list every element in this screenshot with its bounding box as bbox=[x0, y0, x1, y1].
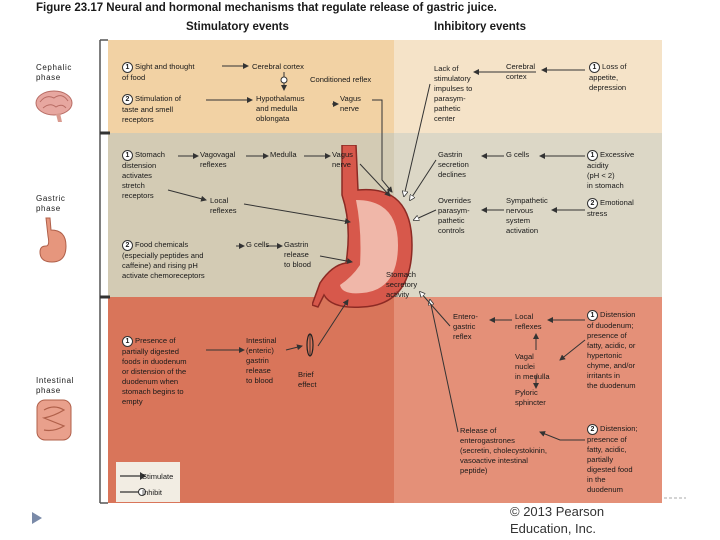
food-label: Food chemicals (especially peptides and … bbox=[122, 240, 205, 280]
step-number: 1 bbox=[587, 150, 598, 161]
inhibitory-cortex-text: Cerebral cortex bbox=[506, 62, 536, 81]
stimulatory-header: Stimulatory events bbox=[186, 21, 289, 33]
step-number: 1 bbox=[122, 62, 133, 73]
local-reflexes-intestinal-text: Local reflexes bbox=[515, 312, 542, 331]
pyloric-sphincter-text: Pyloric sphincter bbox=[515, 388, 546, 407]
step-number: 1 bbox=[122, 150, 133, 161]
presence-label: Presence of partially digested foods in … bbox=[122, 336, 187, 406]
cerebral-cortex-text: Cerebral cortex bbox=[252, 62, 304, 71]
intestines-icon bbox=[36, 399, 72, 441]
conditioned-reflex-text: Conditioned reflex bbox=[310, 75, 372, 84]
stimulation-label: Stimulation of taste and smell receptors bbox=[122, 94, 182, 124]
vagovagal-text: Vagovagal reflexes bbox=[200, 150, 236, 169]
copyright-text: © 2013 Pearson Education, Inc. bbox=[510, 504, 605, 536]
local-reflexes-gastric-text: Local reflexes bbox=[210, 196, 237, 215]
loss-label: Loss of appetite, depression bbox=[589, 62, 627, 92]
cephalic-band-stimulatory bbox=[108, 40, 394, 133]
step-number: 1 bbox=[122, 336, 133, 347]
intestinal-gastrin-text: Intestinal (enteric) gastrin release to … bbox=[246, 336, 277, 385]
distension2-label: Distension; presence of fatty, acidic, p… bbox=[587, 424, 638, 494]
gastric-phase-label: Gastric phase bbox=[36, 194, 66, 213]
step-number: 2 bbox=[587, 198, 598, 209]
overrides-text: Overrides parasym- pathetic controls bbox=[438, 196, 471, 235]
vagus-nerve-gastric-text: Vagus nerve bbox=[332, 150, 353, 169]
hypothalamus-text: Hypothalamus and medulla oblongata bbox=[256, 94, 305, 123]
legend-inhibit: Inhibit bbox=[142, 488, 163, 497]
gastrin-release-text: Gastrin release to blood bbox=[284, 240, 312, 269]
g-cells-text: G cells bbox=[246, 240, 270, 249]
medulla-text: Medulla bbox=[270, 150, 297, 159]
legend-stimulate: Stimulate bbox=[142, 472, 174, 481]
stomach-secretory-text: Stomach secretory activity bbox=[386, 270, 418, 299]
enterogastrones-text: Release of enterogastrones (secretin, ch… bbox=[460, 426, 547, 475]
legend-symbols bbox=[120, 472, 146, 496]
distension-label: Stomach distension activates stretch rec… bbox=[122, 150, 165, 200]
step-number: 1 bbox=[589, 62, 600, 73]
brief-effect-text: Brief effect bbox=[298, 370, 317, 389]
brief-effect-symbol bbox=[306, 333, 314, 357]
brain-icon bbox=[35, 90, 73, 122]
step-number: 2 bbox=[587, 424, 598, 435]
lack-of-stimulus-text: Lack of stimulatory impulses to parasym-… bbox=[434, 64, 473, 123]
intestinal-phase-label: Intestinal phase bbox=[36, 376, 75, 395]
gastrin-declines-text: Gastrin secretion declines bbox=[438, 150, 469, 179]
distension1-label: Distension of duodenum; presence of fatt… bbox=[587, 310, 636, 390]
inhibitory-header: Inhibitory events bbox=[434, 21, 527, 33]
stomach-icon bbox=[39, 217, 67, 263]
cephalic-phase-label: Cephalic phase bbox=[36, 63, 72, 82]
vagus-nerve-cephalic-text: Vagus nerve bbox=[340, 94, 361, 113]
figure-title: Figure 23.17 Neural and hormonal mechani… bbox=[36, 2, 497, 14]
gastric-band-inhibitory bbox=[394, 133, 662, 297]
emotional-label: Emotional stress bbox=[587, 198, 634, 218]
sympathetic-text: Sympathetic nervous system activation bbox=[506, 196, 548, 235]
excessive-label: Excessive acidity (pH < 2) in stomach bbox=[587, 150, 635, 190]
legend bbox=[116, 462, 180, 502]
enterogastric-reflex-text: Entero- gastric reflex bbox=[453, 312, 478, 341]
step-number: 2 bbox=[122, 94, 133, 105]
step-number: 2 bbox=[122, 240, 133, 251]
vagal-nuclei-text: Vagal nuclei in medulla bbox=[515, 352, 550, 381]
cephalic-band-inhibitory bbox=[394, 40, 662, 133]
sight-label: Sight and thought of food bbox=[122, 62, 195, 82]
inhibitory-g-cells-text: G cells bbox=[506, 150, 530, 159]
step-number: 1 bbox=[587, 310, 598, 321]
